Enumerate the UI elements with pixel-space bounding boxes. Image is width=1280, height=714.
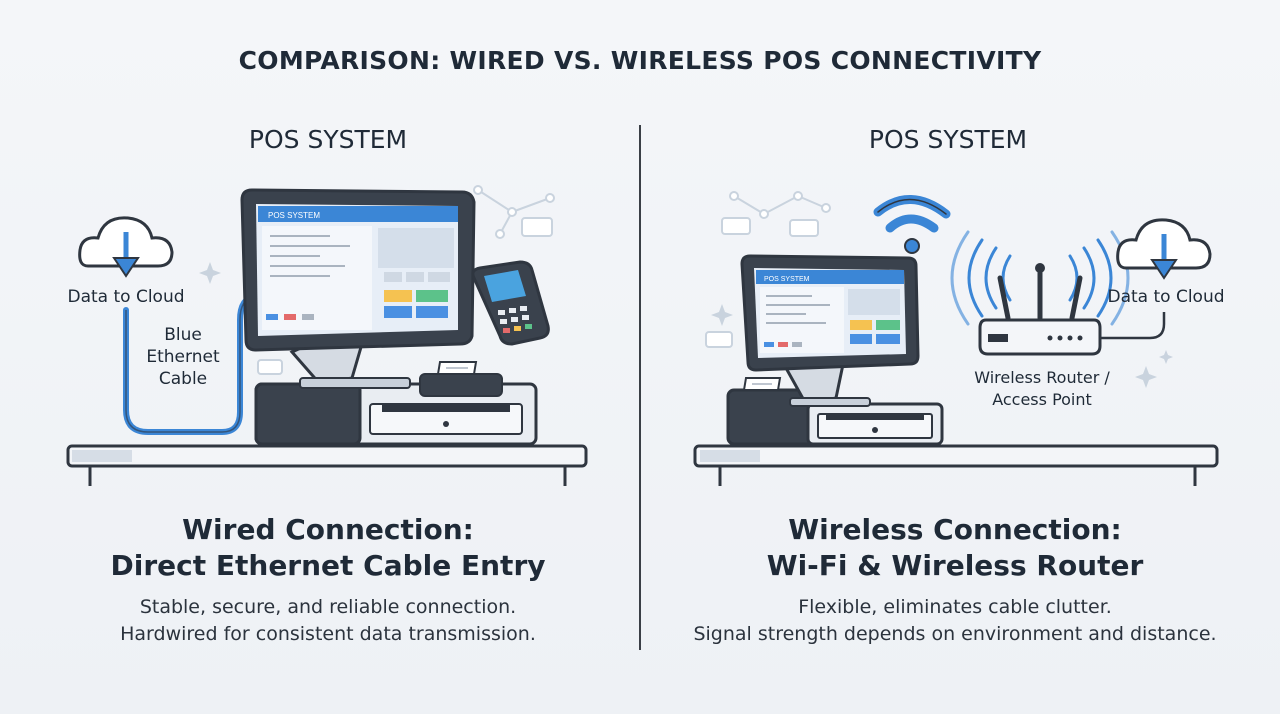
wireless-cloud-icon (1116, 218, 1212, 280)
wireless-caption-body: Flexible, eliminates cable clutter. Sign… (693, 596, 1217, 645)
center-divider (639, 125, 641, 650)
router-signal-waves (950, 230, 1130, 326)
router-label: Wireless Router / Access Point (974, 368, 1110, 409)
wired-cloud-label: Data to Cloud (67, 287, 185, 307)
wired-cloud-icon (78, 216, 174, 278)
cable-label: Blue Ethernet Cable (146, 325, 220, 389)
card-terminal (471, 260, 550, 346)
wireless-heading: POS SYSTEM (868, 125, 1028, 154)
wireless-cloud-label: Data to Cloud (1107, 287, 1225, 307)
wireless-router-icon (978, 263, 1102, 356)
wireless-screen-title: POS SYSTEM (764, 276, 810, 283)
wired-receipt-printer (419, 361, 503, 397)
wireless-pos-monitor (740, 254, 920, 372)
wired-network-decoration (257, 185, 555, 375)
wireless-cash-drawer (806, 402, 944, 446)
wireless-network-decoration (705, 191, 831, 348)
wireless-caption-title: Wireless Connection: Wi-Fi & Wireless Ro… (766, 513, 1144, 582)
wired-cash-drawer (254, 382, 538, 446)
wired-heading: POS SYSTEM (248, 125, 408, 154)
wifi-signal-icon (873, 195, 951, 254)
page-title: COMPARISON: WIRED VS. WIRELESS POS CONNE… (238, 46, 1042, 75)
wired-pos-monitor (240, 188, 476, 352)
illustration: POS SYSTEM (66, 185, 1219, 486)
wired-screen-title: POS SYSTEM (268, 211, 320, 220)
wireless-counter (693, 444, 1219, 486)
wired-caption-title: Wired Connection: Direct Ethernet Cable … (110, 513, 546, 582)
wired-counter (66, 444, 588, 486)
wired-caption-body: Stable, secure, and reliable connection.… (120, 596, 536, 645)
